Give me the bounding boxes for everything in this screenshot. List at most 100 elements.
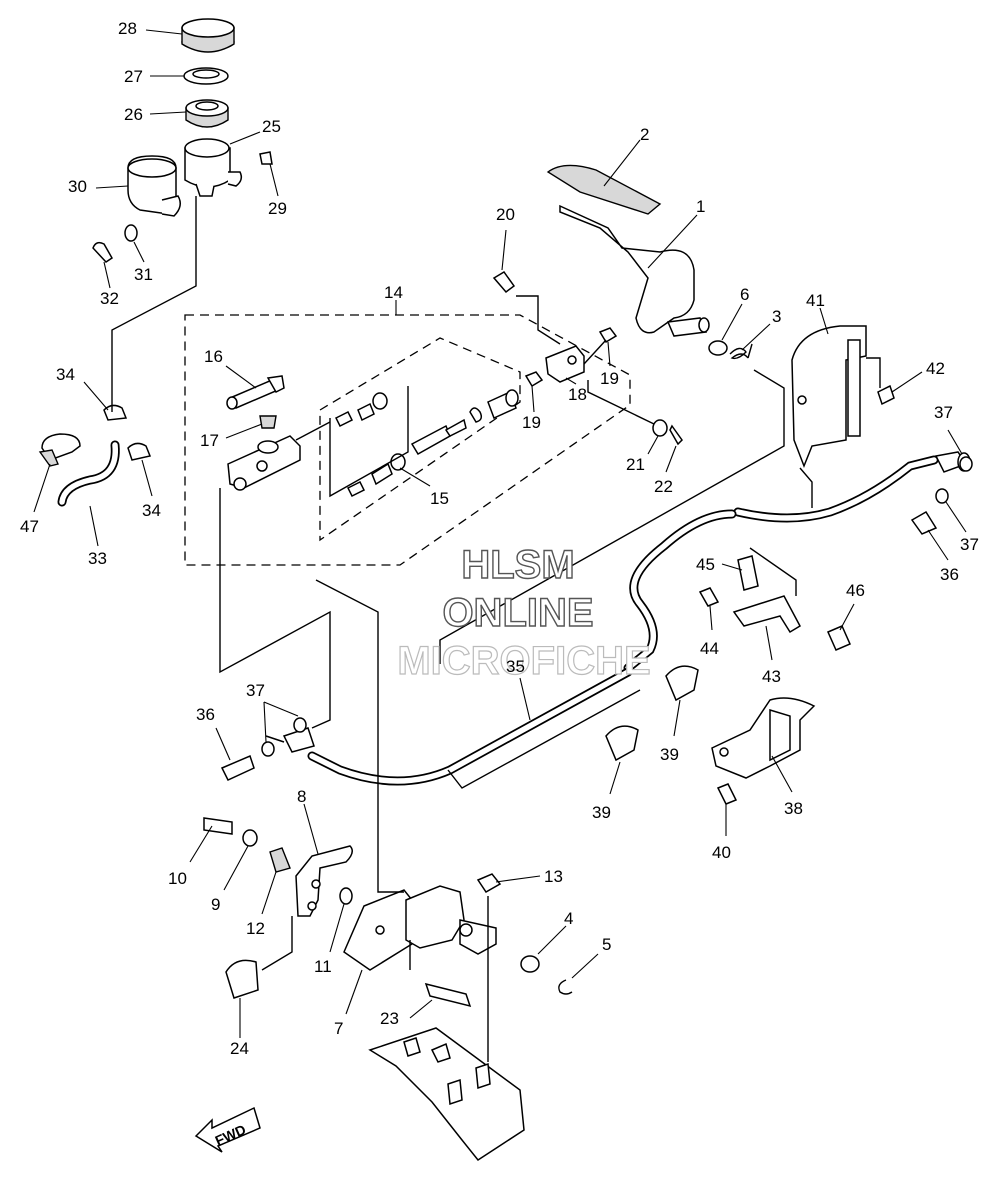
clevis-lead xyxy=(587,380,655,425)
callout-8: 8 xyxy=(297,787,306,806)
callout-23: 23 xyxy=(380,1009,399,1028)
hose-lead-right xyxy=(439,369,785,664)
callout-25: 25 xyxy=(262,117,281,136)
bolt-36a xyxy=(220,754,255,781)
bolt-10 xyxy=(203,817,233,835)
callout-14: 14 xyxy=(384,283,403,302)
grommet-17 xyxy=(259,415,277,429)
bolt-23 xyxy=(424,982,472,1008)
watermark-line1: HLSM xyxy=(461,543,574,587)
nut-13 xyxy=(476,873,502,893)
assembly-14-outline xyxy=(184,314,631,566)
callout-5: 5 xyxy=(602,935,611,954)
callout-34b: 34 xyxy=(142,501,161,520)
callout-45: 45 xyxy=(696,555,715,574)
bracket-8 xyxy=(295,845,353,917)
callout-46: 46 xyxy=(846,581,865,600)
clevis-18 xyxy=(545,345,585,383)
reservoir-diaphragm xyxy=(185,99,229,128)
reservoir-tank xyxy=(184,138,243,197)
washer-11 xyxy=(339,887,353,905)
callout-35: 35 xyxy=(506,657,525,676)
cotter-pin-22 xyxy=(669,424,683,446)
callout-12: 12 xyxy=(246,919,265,938)
piston-kit-bracket xyxy=(329,386,409,498)
callout-22: 22 xyxy=(654,477,673,496)
washer-4 xyxy=(520,955,540,973)
rod-lead xyxy=(295,421,331,441)
callout-4: 4 xyxy=(564,909,573,928)
master-cylinder-body xyxy=(227,435,301,491)
callout-42: 42 xyxy=(926,359,945,378)
pedal-bracket-7 xyxy=(343,885,497,971)
hose-clamp-47 xyxy=(38,433,81,467)
callout-36a: 36 xyxy=(196,705,215,724)
washer-37a xyxy=(261,741,275,757)
watermark-line3: MICROFICHE xyxy=(397,639,650,683)
callout-28: 28 xyxy=(118,19,137,38)
washer-21 xyxy=(652,419,668,437)
callout-11: 11 xyxy=(314,957,332,976)
callout-40: 40 xyxy=(712,843,731,862)
brake-hose-upper xyxy=(733,455,939,523)
callout-29: 29 xyxy=(268,199,287,218)
collar-12 xyxy=(269,847,291,873)
reservoir-holder xyxy=(127,155,181,217)
callout-3: 3 xyxy=(772,307,781,326)
reservoir-washer xyxy=(124,224,138,242)
bolt-40 xyxy=(716,783,738,805)
callout-24: 24 xyxy=(230,1039,249,1058)
callout-2: 2 xyxy=(640,125,649,144)
nut-19a xyxy=(524,371,544,388)
callout-13: 13 xyxy=(544,867,563,886)
clip-5 xyxy=(558,979,573,995)
brake-pedal-1 xyxy=(559,204,710,337)
callout-44: 44 xyxy=(700,639,719,658)
reservoir-collar xyxy=(259,151,273,165)
reservoir-plate xyxy=(183,67,229,85)
callout-38: 38 xyxy=(784,799,803,818)
callout-7: 7 xyxy=(334,1019,343,1038)
callout-33: 33 xyxy=(88,549,107,568)
reservoir-bolt xyxy=(92,241,113,263)
callout-17: 17 xyxy=(200,431,219,450)
callout-20: 20 xyxy=(496,205,515,224)
callout-18: 18 xyxy=(568,385,587,404)
fwd-arrow: FWD xyxy=(194,1106,261,1153)
bracket-41 xyxy=(791,325,867,469)
callouts: 1 2 3 4 5 6 7 8 9 10 11 12 13 xyxy=(20,19,979,1058)
clamp-43 xyxy=(732,595,801,634)
spring-3 xyxy=(729,343,753,360)
callout-15: 15 xyxy=(430,489,449,508)
clamp-43-lead xyxy=(749,547,797,596)
hose-joint-16 xyxy=(226,375,285,410)
reservoir-cap xyxy=(181,18,235,53)
callout-31: 31 xyxy=(134,265,153,284)
callout-37c: 37 xyxy=(960,535,979,554)
callout-9: 9 xyxy=(211,895,220,914)
callout-10: 10 xyxy=(168,869,187,888)
hose-clamp-34b xyxy=(127,442,152,461)
washer-37d xyxy=(935,488,949,504)
assembly-15-outline xyxy=(319,337,521,542)
hose-35-bracket xyxy=(447,689,641,789)
bolt-46 xyxy=(827,625,851,651)
callout-27: 27 xyxy=(124,67,143,86)
bracket-38 xyxy=(711,697,816,779)
callout-37b: 37 xyxy=(934,403,953,422)
piston-kit-15 xyxy=(334,389,519,498)
bolt-36b xyxy=(910,510,938,535)
callout-43: 43 xyxy=(762,667,781,686)
callout-19b: 19 xyxy=(600,369,619,388)
clevis-rod xyxy=(583,339,607,365)
bolt-44 xyxy=(698,587,720,607)
callout-39a: 39 xyxy=(660,745,679,764)
nut-19b xyxy=(598,327,618,344)
callout-36b: 36 xyxy=(940,565,959,584)
left-lead xyxy=(219,488,331,729)
clamp-39b xyxy=(605,725,639,762)
callout-1: 1 xyxy=(696,197,705,216)
hose-fittings-left xyxy=(265,735,285,743)
clip-45 xyxy=(737,555,759,591)
